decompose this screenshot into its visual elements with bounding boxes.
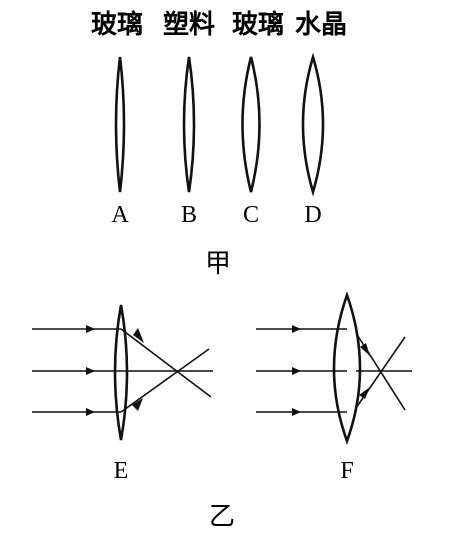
ray-e-bot-out (120, 348, 210, 413)
caption-top: 甲 (205, 249, 231, 279)
arrow-e-mid (86, 367, 95, 375)
arrow-e-bot (86, 408, 95, 416)
lens-label-c: C (243, 202, 259, 228)
lens-label-b: B (181, 202, 197, 228)
caption-bottom: 乙 (209, 502, 235, 532)
material-label-c: 玻璃 (232, 9, 284, 40)
arrow-f-bot (292, 408, 301, 416)
lens-label-f: F (340, 458, 353, 484)
material-label-a: 玻璃 (91, 9, 143, 40)
arrow-f-mid (292, 367, 301, 375)
experiment-e (32, 304, 213, 441)
arrow-f-top-out (360, 343, 370, 356)
lens-d (301, 52, 325, 197)
lens-label-e: E (114, 458, 129, 484)
material-label-d: 水晶 (295, 10, 347, 40)
lens-label-a: A (111, 202, 129, 228)
arrow-f-bot-out (359, 387, 370, 399)
arrow-e-top (86, 325, 95, 333)
ray-e-top-out (120, 328, 212, 398)
lens-c (241, 56, 261, 193)
lens-f (332, 291, 362, 445)
lens-b (182, 56, 196, 193)
lens-label-d: D (304, 202, 321, 228)
material-label-b: 塑料 (163, 10, 215, 40)
lens-e (113, 304, 129, 441)
arrow-e-top-out (133, 328, 144, 343)
arrow-e-bot-out (132, 398, 143, 411)
experiment-f (256, 291, 412, 445)
arrow-f-top (292, 325, 301, 333)
lens-a (114, 56, 126, 193)
